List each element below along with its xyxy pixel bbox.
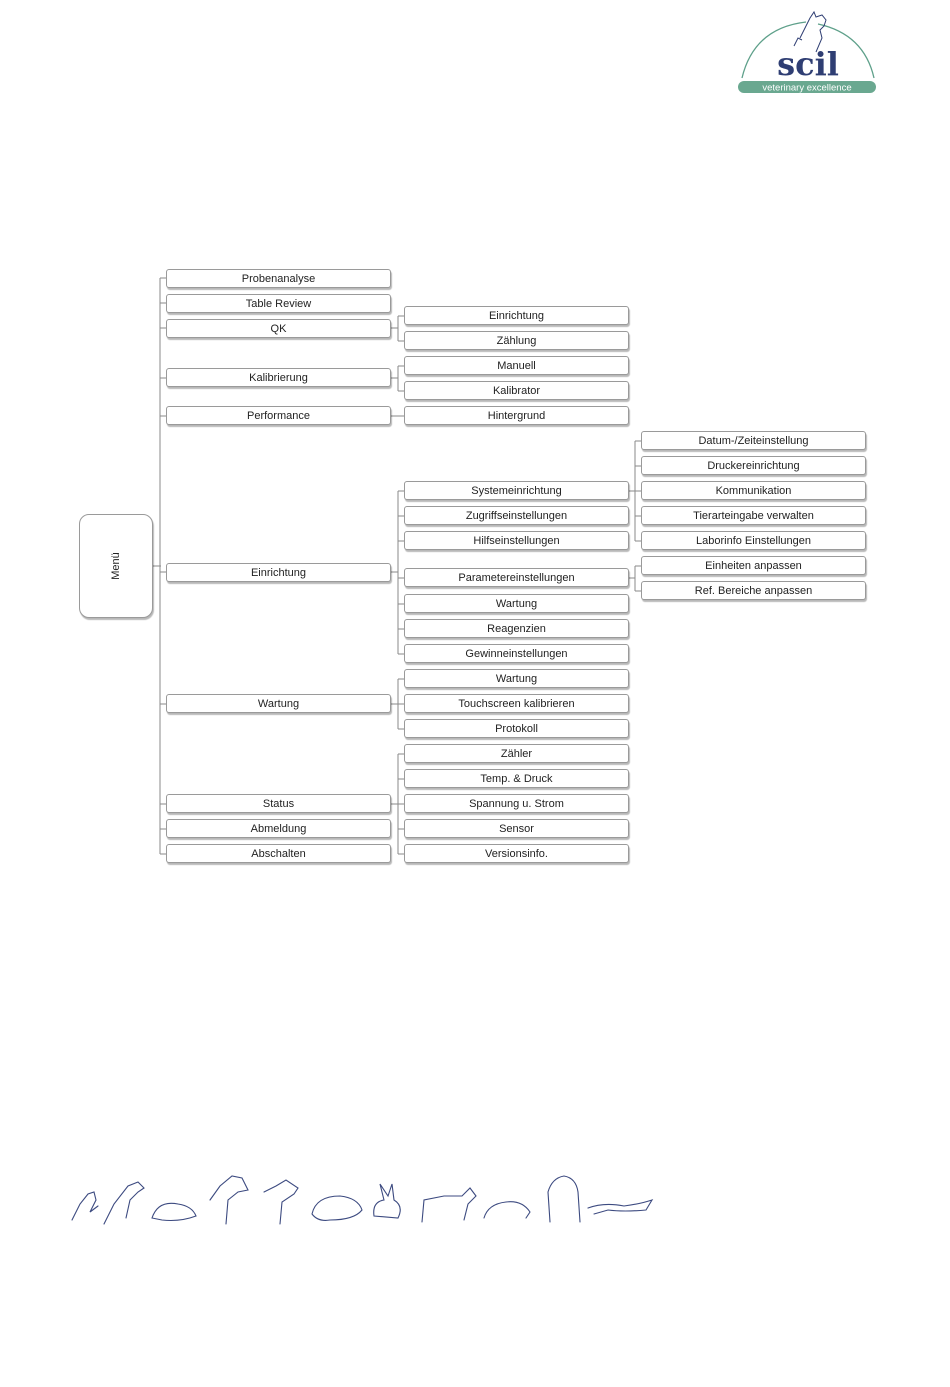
- menu-node-kalibrierung: Kalibrierung: [166, 368, 391, 387]
- menu-node-manuell: Manuell: [404, 356, 629, 375]
- node-label: Status: [262, 797, 295, 810]
- menu-node-abschalten: Abschalten: [166, 844, 391, 863]
- goat-silhouette-icon: [103, 1181, 145, 1225]
- rat-silhouette-icon: [483, 1201, 531, 1219]
- node-label: Sensor: [499, 822, 534, 835]
- node-label: Touchscreen kalibrieren: [458, 697, 575, 710]
- menu-node-abmeldung: Abmeldung: [166, 819, 391, 838]
- menu-node-spannung-strom: Spannung u. Strom: [404, 794, 629, 813]
- node-label: Kalibrierung: [249, 371, 308, 384]
- node-label: Zugriffseinstellungen: [465, 509, 568, 522]
- node-label: Zählung: [496, 334, 537, 347]
- node-label: Systemeinrichtung: [471, 484, 562, 497]
- logo-banner: [738, 81, 876, 93]
- node-label: Versionsinfo.: [485, 847, 548, 860]
- menu-node-ref-bereiche: Ref. Bereiche anpassen: [641, 581, 866, 600]
- horse-silhouette-icon: [209, 1175, 249, 1225]
- node-label: Table Review: [245, 297, 312, 310]
- menu-node-protokoll: Protokoll: [404, 719, 629, 738]
- node-label: Datum-/Zeiteinstellung: [698, 434, 809, 447]
- menu-node-table-review: Table Review: [166, 294, 391, 313]
- node-label: Abschalten: [251, 847, 306, 860]
- menu-node-qk-zaehlung: Zählung: [404, 331, 629, 350]
- menu-node-probenanalyse: Probenanalyse: [166, 269, 391, 288]
- rabbit-silhouette-icon: [373, 1183, 401, 1219]
- node-label: Protokoll: [495, 722, 538, 735]
- menu-node-zaehler: Zähler: [404, 744, 629, 763]
- node-label: Einheiten anpassen: [705, 559, 802, 572]
- menu-node-status: Status: [166, 794, 391, 813]
- menu-node-kalibrator: Kalibrator: [404, 381, 629, 400]
- scil-logo: scil veterinary excellence: [738, 10, 876, 94]
- node-label: Einrichtung: [250, 566, 307, 579]
- menu-node-reagenzien: Reagenzien: [404, 619, 629, 638]
- node-label: Reagenzien: [487, 622, 546, 635]
- ferret-silhouette-icon: [587, 1199, 654, 1215]
- monkey-silhouette-icon: [547, 1175, 581, 1223]
- menu-node-touchscreen-kalibrieren: Touchscreen kalibrieren: [404, 694, 629, 713]
- logo-wordmark: scil: [777, 45, 839, 83]
- node-label: Zähler: [500, 747, 533, 760]
- menu-node-hilfseinstellungen: Hilfseinstellungen: [404, 531, 629, 550]
- menu-node-datum-zeiteinstellung: Datum-/Zeiteinstellung: [641, 431, 866, 450]
- menu-node-versionsinfo: Versionsinfo.: [404, 844, 629, 863]
- node-label: Laborinfo Einstellungen: [696, 534, 811, 547]
- menu-node-druckereinrichtung: Druckereinrichtung: [641, 456, 866, 475]
- node-label: Wartung: [495, 597, 538, 610]
- dog-silhouette-icon: [71, 1191, 99, 1221]
- menu-node-einrichtung: Einrichtung: [166, 563, 391, 582]
- node-label: Hintergrund: [487, 409, 546, 422]
- node-label: Kalibrator: [492, 384, 541, 397]
- node-label: Hilfseinstellungen: [473, 534, 560, 547]
- menu-node-hintergrund: Hintergrund: [404, 406, 629, 425]
- menu-node-tierarteingabe: Tierarteingabe verwalten: [641, 506, 866, 525]
- menu-node-parametereinstellungen: Parametereinstellungen: [404, 568, 629, 587]
- node-label: Probenanalyse: [241, 272, 316, 285]
- node-label: Tierarteingabe verwalten: [693, 509, 814, 522]
- menu-node-einrichtung-wartung: Wartung: [404, 594, 629, 613]
- node-label: Temp. & Druck: [480, 772, 553, 785]
- node-label: Einrichtung: [488, 309, 545, 322]
- menu-node-wartung: Wartung: [166, 694, 391, 713]
- node-label: Manuell: [497, 359, 536, 372]
- menu-node-zugriffseinstellungen: Zugriffseinstellungen: [404, 506, 629, 525]
- menu-root-label: Menü: [110, 552, 122, 580]
- menu-node-wartung-wartung: Wartung: [404, 669, 629, 688]
- menu-node-laborinfo: Laborinfo Einstellungen: [641, 531, 866, 550]
- animal-silhouettes-icon: [71, 1175, 654, 1225]
- logo-arc-left: [741, 21, 807, 79]
- sheep-silhouette-icon: [421, 1187, 477, 1223]
- node-label: Performance: [247, 409, 310, 422]
- node-label: Spannung u. Strom: [469, 797, 564, 810]
- node-label: Druckereinrichtung: [707, 459, 800, 472]
- menu-node-gewinneinstellungen: Gewinneinstellungen: [404, 644, 629, 663]
- horse-head-icon: [799, 10, 827, 53]
- logo-arc-right: [817, 23, 875, 79]
- menu-node-performance: Performance: [166, 406, 391, 425]
- node-label: Parametereinstellungen: [458, 571, 575, 584]
- deer-silhouette-icon: [263, 1179, 299, 1225]
- animal-ear-icon: [793, 37, 803, 47]
- node-label: QK: [270, 322, 287, 335]
- node-label: Wartung: [257, 697, 300, 710]
- menu-node-qk-einrichtung: Einrichtung: [404, 306, 629, 325]
- node-label: Kommunikation: [715, 484, 792, 497]
- node-label: Ref. Bereiche anpassen: [694, 584, 813, 597]
- menu-node-qk: QK: [166, 319, 391, 338]
- menu-node-sensor: Sensor: [404, 819, 629, 838]
- node-label: Abmeldung: [250, 822, 307, 835]
- menu-node-einheiten-anpassen: Einheiten anpassen: [641, 556, 866, 575]
- node-label: Wartung: [495, 672, 538, 685]
- menu-node-kommunikation: Kommunikation: [641, 481, 866, 500]
- logo-tagline: veterinary excellence: [762, 83, 851, 94]
- pig-silhouette-icon: [311, 1195, 363, 1221]
- menu-node-temp-druck: Temp. & Druck: [404, 769, 629, 788]
- node-label: Gewinneinstellungen: [465, 647, 568, 660]
- cat-silhouette-icon: [151, 1202, 197, 1222]
- menu-root-node: Menü: [79, 514, 153, 618]
- menu-node-systemeinrichtung: Systemeinrichtung: [404, 481, 629, 500]
